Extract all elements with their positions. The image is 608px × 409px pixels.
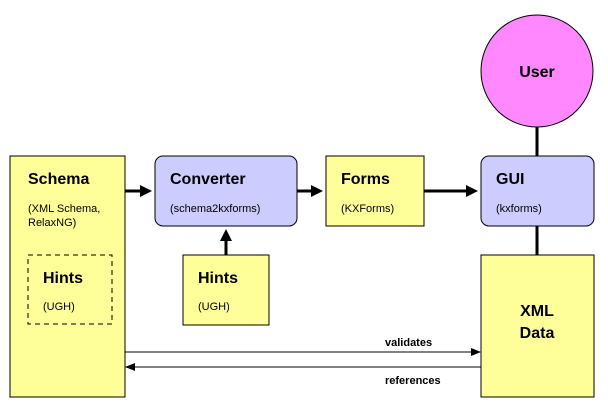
references-label: references xyxy=(385,375,441,387)
xml-data-title-1: XML xyxy=(520,303,554,320)
hints-node: Hints (UGH) xyxy=(182,254,270,326)
converter-sub: (schema2kxforms) xyxy=(170,203,260,215)
xml-data-node: XML Data xyxy=(480,254,595,398)
forms-node: Forms (KXForms) xyxy=(325,155,425,227)
schema-hints-title: Hints xyxy=(43,270,83,287)
schema-sub-2: RelaxNG) xyxy=(28,217,76,229)
user-circle xyxy=(480,14,594,128)
xml-data-box xyxy=(480,254,595,398)
forms-title: Forms xyxy=(341,171,390,188)
gui-title: GUI xyxy=(496,171,524,188)
schema-node: Schema (XML Schema, RelaxNG) xyxy=(9,155,126,398)
schema-sub-1: (XML Schema, xyxy=(28,203,100,215)
validates-label: validates xyxy=(385,337,432,349)
converter-title: Converter xyxy=(170,171,246,188)
schema-hints-node: Hints (UGH) xyxy=(27,254,113,325)
converter-box xyxy=(154,155,298,227)
hints-box xyxy=(182,254,270,326)
hints-title: Hints xyxy=(198,270,238,287)
converter-node: Converter (schema2kxforms) xyxy=(154,155,298,227)
schema-title: Schema xyxy=(28,171,89,188)
xml-data-title-2: Data xyxy=(520,325,555,342)
schema-box xyxy=(9,155,126,398)
forms-box xyxy=(325,155,425,227)
user-title: User xyxy=(519,64,555,81)
forms-sub: (KXForms) xyxy=(341,203,394,215)
gui-box xyxy=(480,155,595,227)
gui-sub: (kxforms) xyxy=(496,203,542,215)
hints-sub: (UGH) xyxy=(198,301,230,313)
schema-hints-sub: (UGH) xyxy=(43,301,75,313)
gui-node: GUI (kxforms) xyxy=(480,155,595,227)
schema-hints-box xyxy=(27,254,113,325)
user-node: User xyxy=(480,14,594,128)
